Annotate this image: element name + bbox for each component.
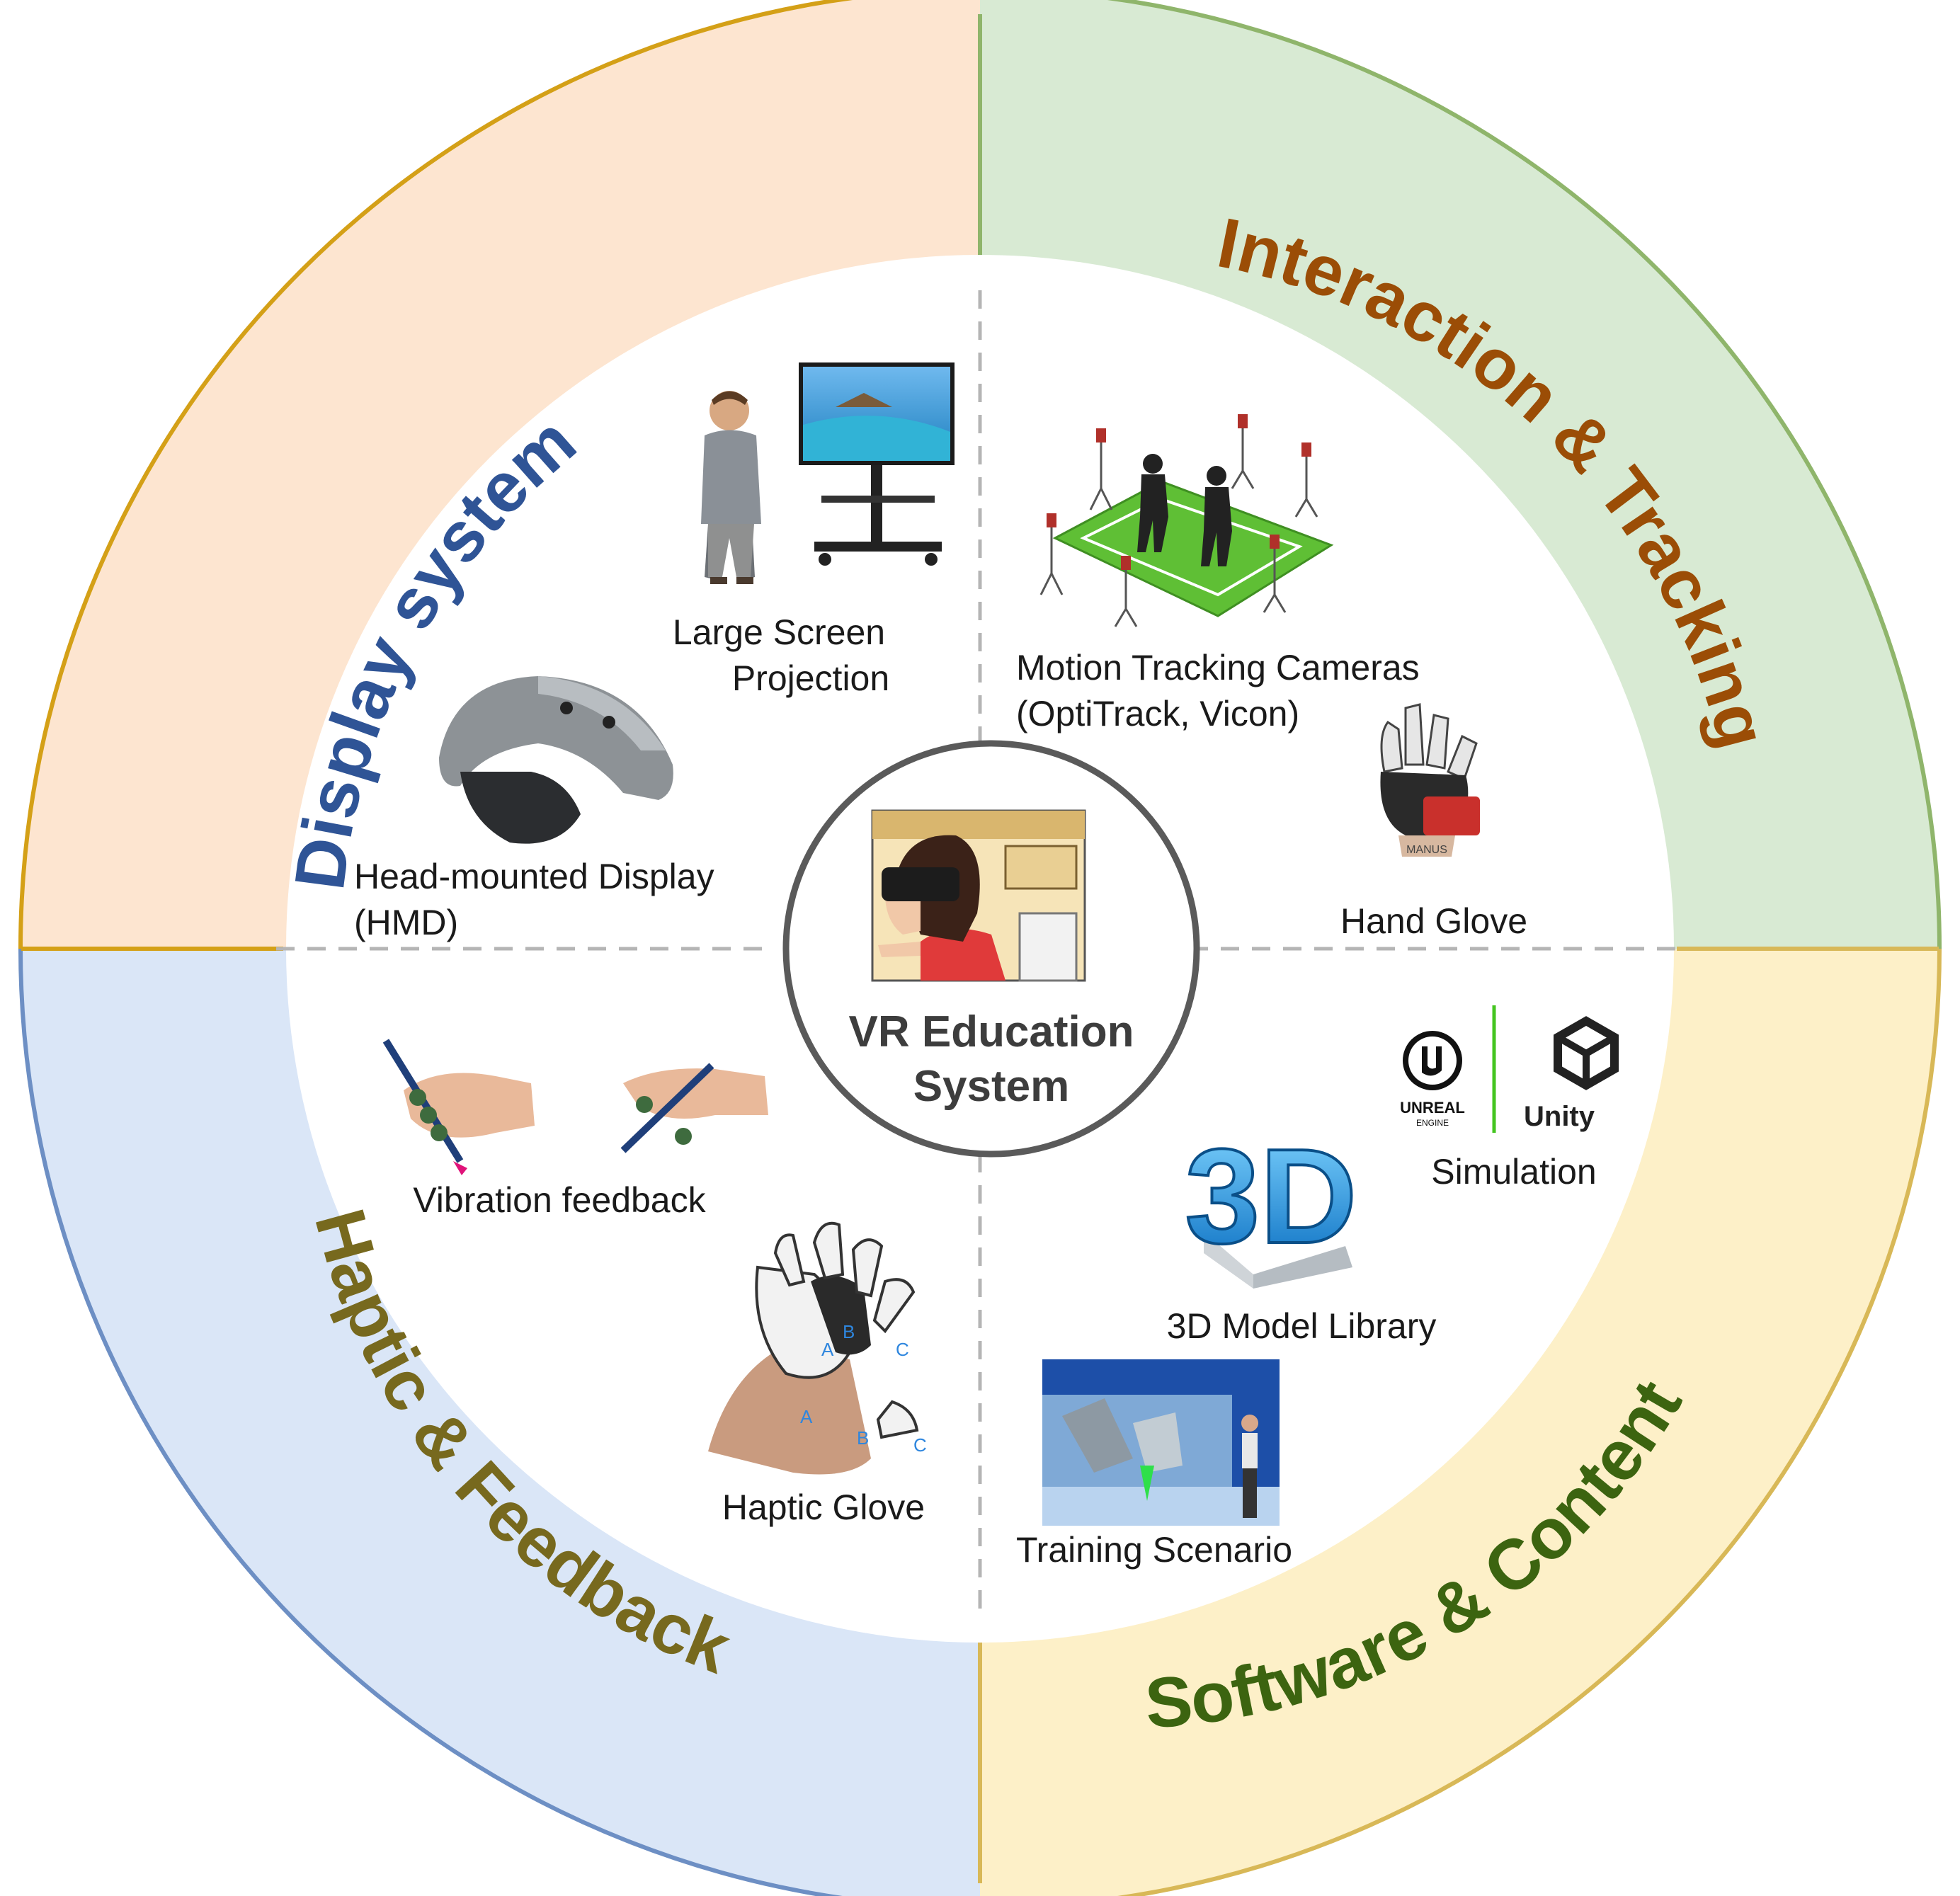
training-scenario-illustration (1042, 1359, 1280, 1526)
vibration-feedback-illustration (382, 1039, 768, 1175)
haptic-letter-c1: C (896, 1339, 909, 1360)
hmd-label-2: (HMD) (354, 903, 458, 942)
motion-tracking-label-1: Motion Tracking Cameras (1016, 648, 1420, 687)
motion-tracking-label-2: (OptiTrack, Vicon) (1016, 694, 1299, 733)
3d-logo-text: 3D (1185, 1121, 1357, 1272)
unreal-logo-subtext: ENGINE (1416, 1118, 1449, 1128)
large-screen-label-2: Projection (732, 658, 889, 698)
haptic-letter-c2: C (913, 1434, 927, 1456)
3d-model-library-label: 3D Model Library (1167, 1306, 1437, 1346)
unity-logo: Unity (1524, 1016, 1619, 1132)
large-screen-illustration (701, 362, 955, 584)
unreal-logo: UNREAL ENGINE (1400, 1031, 1465, 1128)
hmd-illustration (439, 676, 673, 844)
hmd-label-1: Head-mounted Display (354, 857, 714, 896)
glove-brand-text: MANUS (1406, 844, 1447, 856)
haptic-letter-b2: B (857, 1427, 869, 1449)
haptic-glove-illustration: A B C A B C (708, 1221, 927, 1475)
haptic-letter-a2: A (800, 1406, 813, 1427)
vibration-feedback-label: Vibration feedback (413, 1180, 706, 1220)
unity-logo-text: Unity (1524, 1101, 1595, 1132)
center-title-line2: System (913, 1062, 1070, 1111)
haptic-letter-a1: A (821, 1339, 834, 1360)
center-title-line1: VR Education (848, 1007, 1134, 1056)
haptic-letter-b1: B (843, 1321, 855, 1342)
simulation-label: Simulation (1431, 1152, 1596, 1192)
haptic-glove-label: Haptic Glove (722, 1487, 925, 1527)
motion-tracking-illustration (1039, 414, 1334, 627)
large-screen-label-1: Large Screen (673, 612, 885, 652)
hand-glove-illustration: MANUS (1380, 703, 1480, 857)
hand-glove-label: Hand Glove (1340, 901, 1527, 941)
vr-user-illustration (871, 809, 1086, 982)
training-scenario-label: Training Scenario (1016, 1530, 1292, 1570)
unreal-logo-text: UNREAL (1400, 1099, 1465, 1117)
3d-model-illustration: 3D (1184, 1120, 1358, 1289)
